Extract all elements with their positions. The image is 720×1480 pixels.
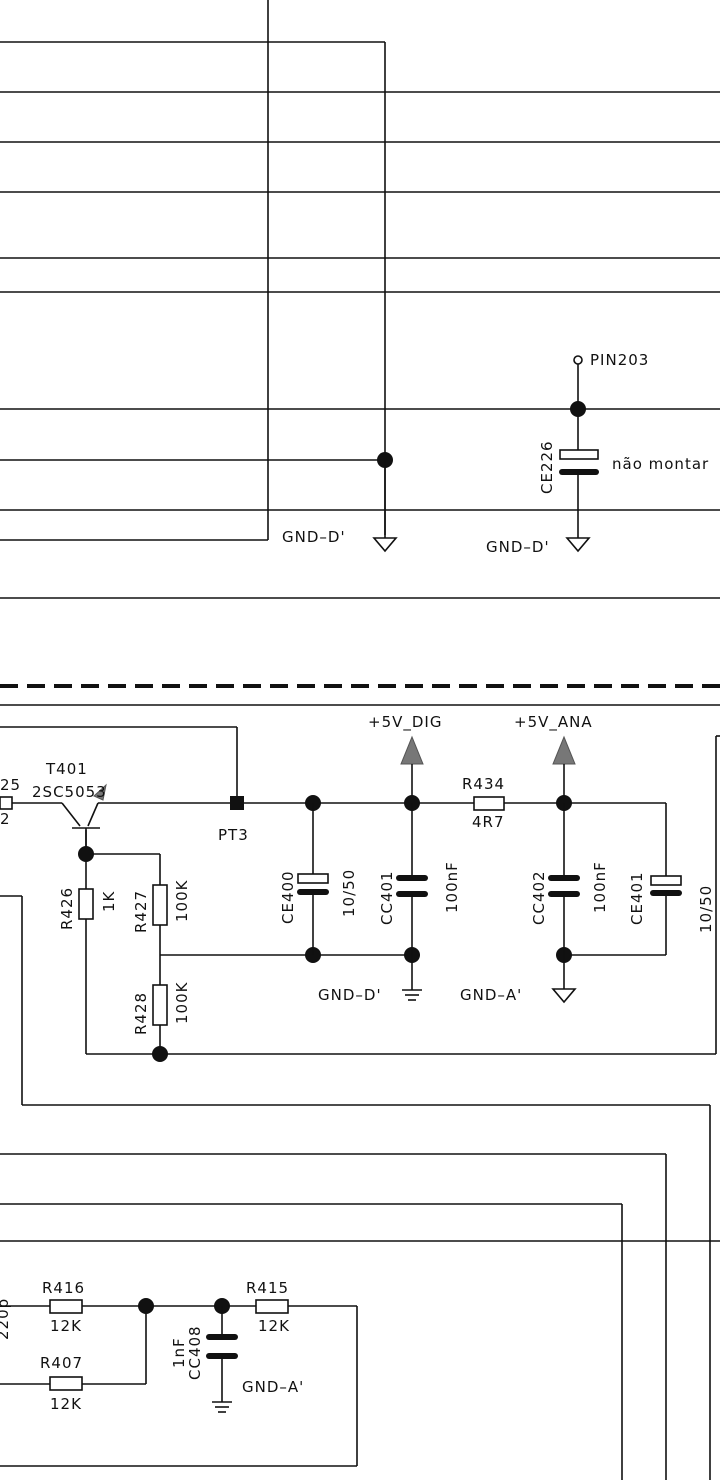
t401-label: T401 — [45, 760, 88, 778]
cc402-label: CC402 — [530, 870, 548, 925]
power-5v-ana: +5V_ANA — [514, 713, 593, 803]
resistor-r426: R426 1K — [58, 887, 118, 930]
capacitor-ce400: CE400 10/50 — [279, 803, 358, 955]
v5-ana-label: +5V_ANA — [514, 713, 593, 732]
r425-value-fragment: 2 — [0, 810, 11, 828]
power-5v-dig: +5V_DIG — [368, 713, 442, 803]
resistor-r434: R434 4R7 — [462, 775, 505, 831]
ground-symbol-analog: GND–A' — [460, 955, 577, 1004]
capacitor-ce226: CE226 não montar — [538, 440, 709, 538]
test-point-pt3: PT3 — [218, 796, 249, 844]
cc401-label: CC401 — [378, 870, 396, 925]
ce401-label: CE401 — [628, 871, 646, 925]
lower-wires — [0, 1153, 720, 1480]
r427-value: 100K — [173, 879, 191, 922]
gnd-d-label-2: GND–D' — [486, 538, 550, 556]
ce401-value: 10/50 — [697, 885, 715, 933]
capacitor-cc402: CC402 100nF — [530, 803, 609, 955]
cc408-value: 1nF — [170, 1337, 188, 1368]
r428-label: R428 — [132, 992, 150, 1035]
ground-symbol-digital: GND–D' — [318, 955, 422, 1004]
resistor-r415: R415 12K — [246, 1279, 290, 1335]
ce226-label: CE226 — [538, 440, 556, 494]
upper-wires — [0, 0, 720, 599]
capacitor-cc408: 1nF CC408 GND–A' — [170, 1306, 304, 1413]
r426-value: 1K — [100, 890, 118, 912]
t401-part-label: 2SC5053 — [32, 783, 107, 801]
r416-label: R416 — [42, 1279, 85, 1297]
cc402-value: 100nF — [591, 861, 609, 913]
resistor-r425-fragment: 25 2 — [0, 776, 21, 828]
resistor-r427: R427 100K — [132, 879, 191, 933]
v5-dig-label: +5V_DIG — [368, 713, 442, 732]
pin203-label: PIN203 — [590, 351, 649, 369]
pin203-connector: PIN203 — [570, 351, 649, 455]
nao-montar-label: não montar — [612, 455, 709, 473]
middle-wires — [0, 726, 720, 1480]
r416-value: 12K — [50, 1317, 82, 1335]
resistor-r428: R428 100K — [132, 981, 191, 1035]
gnd-a-label-2: GND–A' — [242, 1378, 304, 1396]
capacitor-cc401: CC401 100nF — [378, 803, 461, 955]
gnd-d-label-3: GND–D' — [318, 986, 382, 1004]
r415-value: 12K — [258, 1317, 290, 1335]
r434-value: 4R7 — [472, 813, 505, 831]
capacitor-ce401: CE401 10/50 — [628, 871, 715, 933]
edge-fragment-label: 220p — [0, 1298, 12, 1340]
pt3-label: PT3 — [218, 826, 249, 844]
cc408-label: CC408 — [186, 1325, 204, 1380]
r434-label: R434 — [462, 775, 505, 793]
r415-label: R415 — [246, 1279, 289, 1297]
r428-value: 100K — [173, 981, 191, 1024]
ground-symbol-upper-1: GND–D' — [282, 460, 398, 553]
r407-value: 12K — [50, 1395, 82, 1413]
resistor-r407: R407 12K — [40, 1354, 83, 1413]
ground-symbol-upper-2: GND–D' — [486, 537, 591, 556]
cc401-value: 100nF — [443, 861, 461, 913]
r425-label-fragment: 25 — [0, 776, 21, 794]
ce400-value: 10/50 — [340, 869, 358, 917]
junction-dots-middle — [78, 795, 572, 1062]
transistor-t401: T401 2SC5053 — [32, 760, 107, 854]
r427-label: R427 — [132, 890, 150, 933]
r426-label: R426 — [58, 887, 76, 930]
gnd-d-label-1: GND–D' — [282, 528, 346, 546]
gnd-a-label-1: GND–A' — [460, 986, 522, 1004]
ce400-label: CE400 — [279, 870, 297, 924]
r407-label: R407 — [40, 1354, 83, 1372]
resistor-r416: R416 12K — [42, 1279, 85, 1335]
